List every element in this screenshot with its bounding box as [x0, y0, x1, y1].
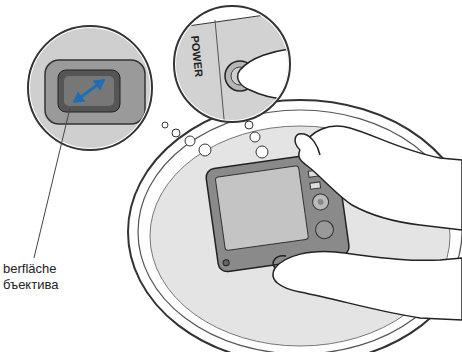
finger [295, 134, 320, 155]
bubble [162, 122, 168, 128]
bubble [185, 136, 195, 146]
callout-label: berfläche [3, 262, 56, 277]
bubble [199, 144, 211, 156]
leader-line [34, 108, 70, 258]
wipe-arrow [74, 80, 104, 102]
bubble [256, 146, 268, 158]
bubble [245, 121, 253, 129]
bowl-inner-rim [138, 110, 462, 352]
finger [238, 48, 300, 100]
bowl-rim [128, 100, 462, 352]
hand [273, 252, 462, 320]
hand [299, 126, 462, 230]
bubble [172, 129, 180, 137]
bubble [250, 132, 260, 142]
callout-label: бъектива [3, 278, 58, 293]
